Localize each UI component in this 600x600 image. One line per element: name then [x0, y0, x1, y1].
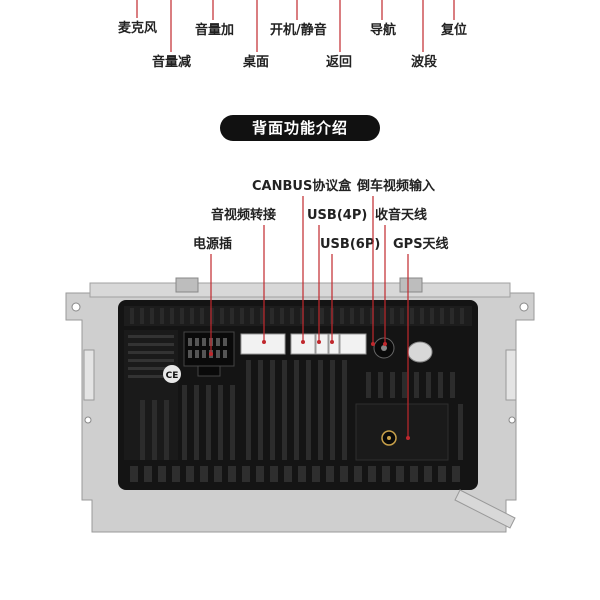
- label-nav: 导航: [370, 23, 397, 38]
- label-mic: 麦克风: [118, 21, 158, 36]
- ce-sticker: [163, 365, 181, 383]
- label-power-plug: 电源插: [193, 237, 233, 252]
- power-connector: [183, 331, 235, 367]
- label-desktop: 桌面: [243, 55, 270, 70]
- label-band: 波段: [411, 55, 438, 70]
- rear-body: CE: [118, 300, 478, 490]
- front-leader-lines: [136, 0, 455, 52]
- label-vol-down: 音量减: [152, 55, 192, 70]
- section-title: 背面功能介绍: [220, 115, 380, 141]
- label-usb4p: USB(4P): [307, 208, 368, 223]
- label-reverse-video: 倒车视频输入: [357, 179, 436, 194]
- rear-leader-lines: [210, 196, 409, 438]
- label-usb6p: USB(6P): [320, 237, 381, 252]
- label-av-adapter: 音视频转接: [211, 208, 277, 223]
- label-canbus: CANBUS协议盒: [252, 179, 352, 194]
- label-radio-antenna: 收音天线: [375, 208, 428, 223]
- svg-text:CE: CE: [166, 371, 179, 381]
- label-back: 返回: [326, 55, 353, 70]
- usb6p-connector: [328, 333, 340, 355]
- label-power-mute: 开机/静音: [270, 23, 327, 38]
- reverse-connector: [339, 333, 367, 355]
- leader-endpoints: [209, 340, 410, 440]
- label-reset: 复位: [441, 23, 468, 38]
- label-vol-up: 音量加: [195, 23, 235, 38]
- cable: [454, 489, 516, 529]
- av-connector: [240, 333, 286, 355]
- label-gps-antenna: GPS天线: [393, 237, 449, 252]
- usb4p-connector: [315, 333, 329, 355]
